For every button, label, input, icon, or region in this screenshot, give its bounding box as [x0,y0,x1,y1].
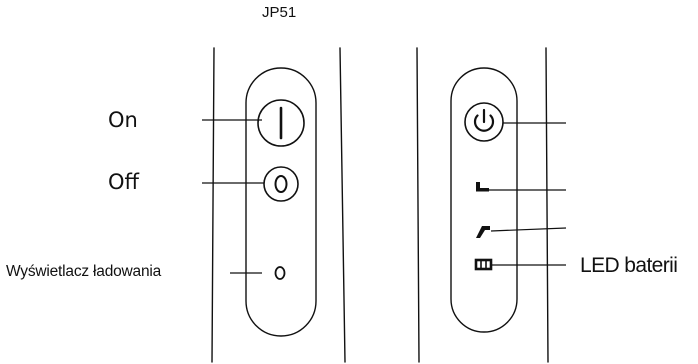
charge-indicator-ring-icon [274,266,286,280]
charge-display-label: Wyświetlacz ładowania [6,263,162,280]
power-off-circle-icon [274,175,288,193]
flat-tip-mode-icon [476,182,489,192]
on-button[interactable] [257,99,305,147]
model-title: JP51 [262,4,297,21]
power-button[interactable] [464,102,504,142]
battery-led-icon [474,258,493,271]
power-symbol-icon [473,108,495,132]
off-button[interactable] [263,166,299,202]
mode2-leader-line [490,227,567,232]
right-control-panel [450,67,518,333]
right-device-edge-right [545,47,549,363]
angled-tip-mode-icon [476,226,490,238]
off-label: Off [108,170,139,194]
left-device-edge-left [211,47,215,363]
on-label: On [108,108,138,132]
left-device-edge-right [339,47,346,363]
battery-led-label: LED baterii [580,254,678,277]
left-control-panel [245,67,317,337]
right-device-edge-left [416,47,420,363]
